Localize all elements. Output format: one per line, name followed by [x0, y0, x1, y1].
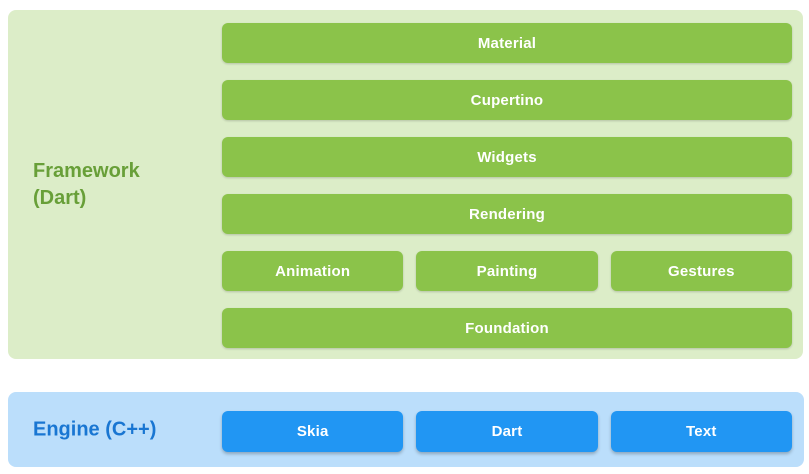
layer-cupertino: Cupertino [222, 80, 792, 120]
layer-painting: Painting [416, 251, 598, 291]
component-dart: Dart [416, 411, 598, 452]
component-text: Text [610, 411, 792, 452]
engine-components: Skia Dart Text [222, 411, 792, 452]
engine-panel: Engine (C++) Skia Dart Text [8, 392, 804, 467]
engine-panel-label: Engine (C++) [33, 418, 157, 440]
layer-rendering: Rendering [222, 194, 792, 234]
layer-widgets: Widgets [222, 137, 792, 177]
framework-panel-label: Framework (Dart) [33, 159, 140, 209]
layer-foundation: Foundation [222, 308, 792, 348]
framework-panel: Framework (Dart) Material Cupertino Widg… [8, 10, 803, 359]
layer-gestures: Gestures [610, 251, 792, 291]
layer-animation: Animation [222, 251, 404, 291]
framework-sublayer-row: Animation Painting Gestures [222, 251, 792, 291]
framework-layers: Material Cupertino Widgets Rendering Ani… [222, 23, 792, 348]
layer-material: Material [222, 23, 792, 63]
component-skia: Skia [222, 411, 404, 452]
